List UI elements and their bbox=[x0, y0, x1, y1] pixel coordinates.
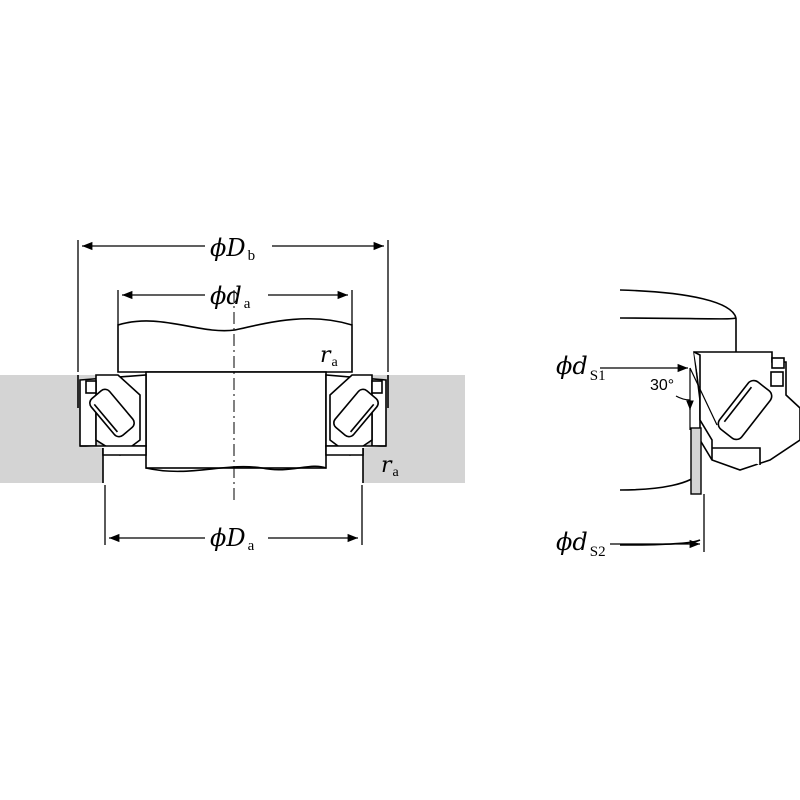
bearing-section-detail bbox=[693, 351, 800, 471]
dimension-Da bbox=[104, 485, 363, 545]
bearing-section-left bbox=[79, 374, 147, 456]
dimension-ds2 bbox=[610, 494, 705, 552]
shaft bbox=[117, 317, 353, 473]
label-ra-top: ra bbox=[320, 343, 339, 370]
label-ra-bottom: ra bbox=[381, 453, 400, 480]
bearing-section-right bbox=[325, 374, 387, 456]
dimension-da bbox=[117, 290, 353, 325]
dimension-Db bbox=[77, 240, 389, 372]
spacer-ring bbox=[690, 427, 702, 495]
label-angle: 30° bbox=[650, 377, 674, 394]
angle-construction bbox=[675, 367, 718, 430]
